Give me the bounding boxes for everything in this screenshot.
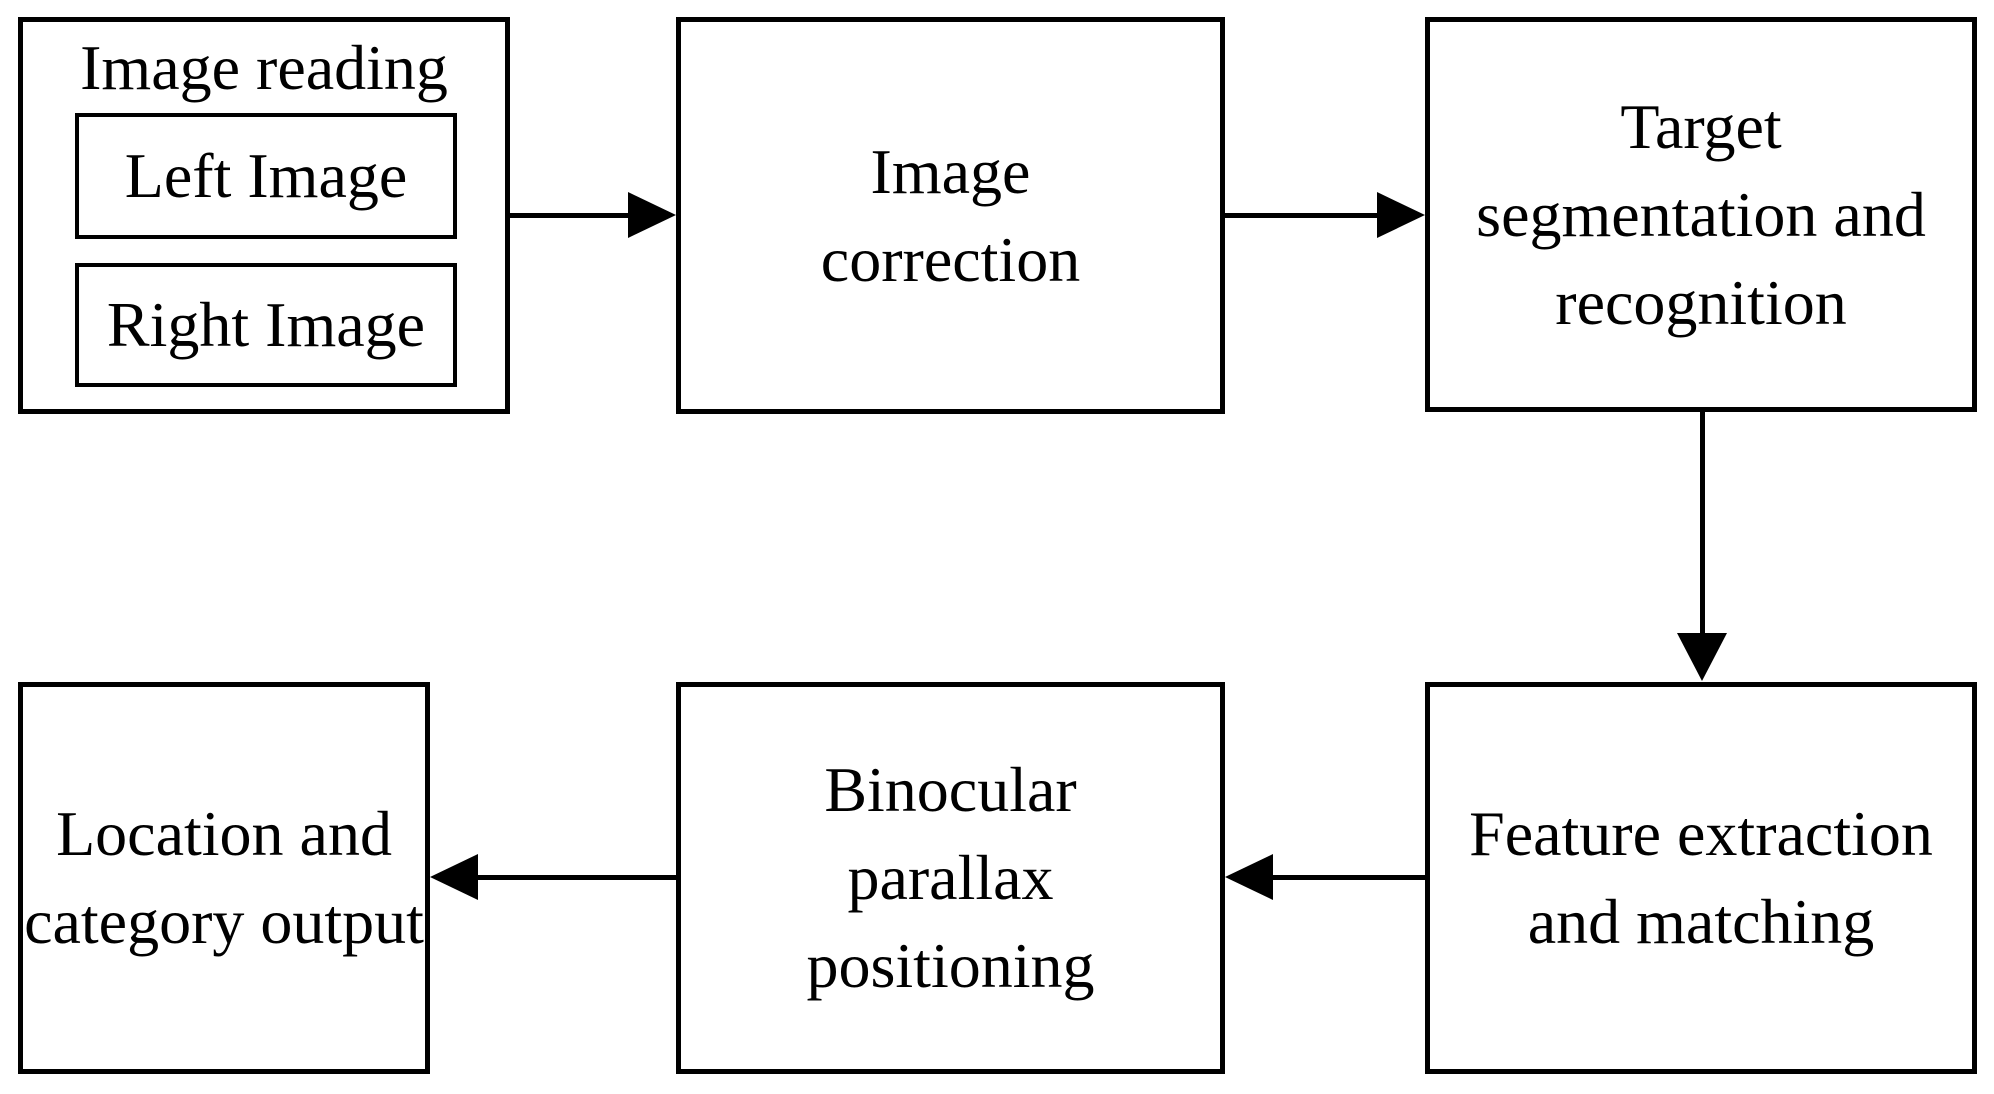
node-feature-extraction: Feature extraction and matching: [1425, 682, 1977, 1074]
right-image-label: Right Image: [106, 289, 426, 360]
arrowhead-left-icon: [1225, 854, 1273, 900]
arrowhead-down-icon: [1677, 633, 1727, 681]
node-binocular-parallax-label: Binocular parallax positioning: [806, 754, 1095, 1001]
arrow-shaft: [1225, 213, 1377, 218]
arrow-shaft: [1700, 410, 1705, 633]
node-image-reading: Image reading Left Image Right Image: [18, 17, 510, 414]
arrowhead-left-icon: [430, 854, 478, 900]
node-binocular-parallax: Binocular parallax positioning: [676, 682, 1225, 1074]
node-feature-extraction-label: Feature extraction and matching: [1469, 798, 1933, 957]
arrow-shaft: [478, 875, 676, 880]
subnode-left-image: Left Image: [75, 113, 457, 239]
arrowhead-right-icon: [1377, 192, 1425, 238]
node-location-output: Location and category output: [18, 682, 430, 1074]
node-image-correction: Image correction: [676, 17, 1225, 414]
node-image-correction-label: Image correction: [820, 135, 1081, 295]
node-target-segmentation-label: Target segmentation and recognition: [1476, 90, 1926, 338]
node-location-output-label: Location and category output: [24, 798, 424, 957]
node-image-reading-title: Image reading: [80, 31, 448, 103]
arrow-shaft: [510, 213, 628, 218]
arrowhead-right-icon: [628, 192, 676, 238]
subnode-right-image: Right Image: [75, 263, 457, 387]
arrow-shaft: [1273, 875, 1425, 880]
node-target-segmentation: Target segmentation and recognition: [1425, 17, 1977, 412]
left-image-label: Left Image: [124, 140, 408, 211]
